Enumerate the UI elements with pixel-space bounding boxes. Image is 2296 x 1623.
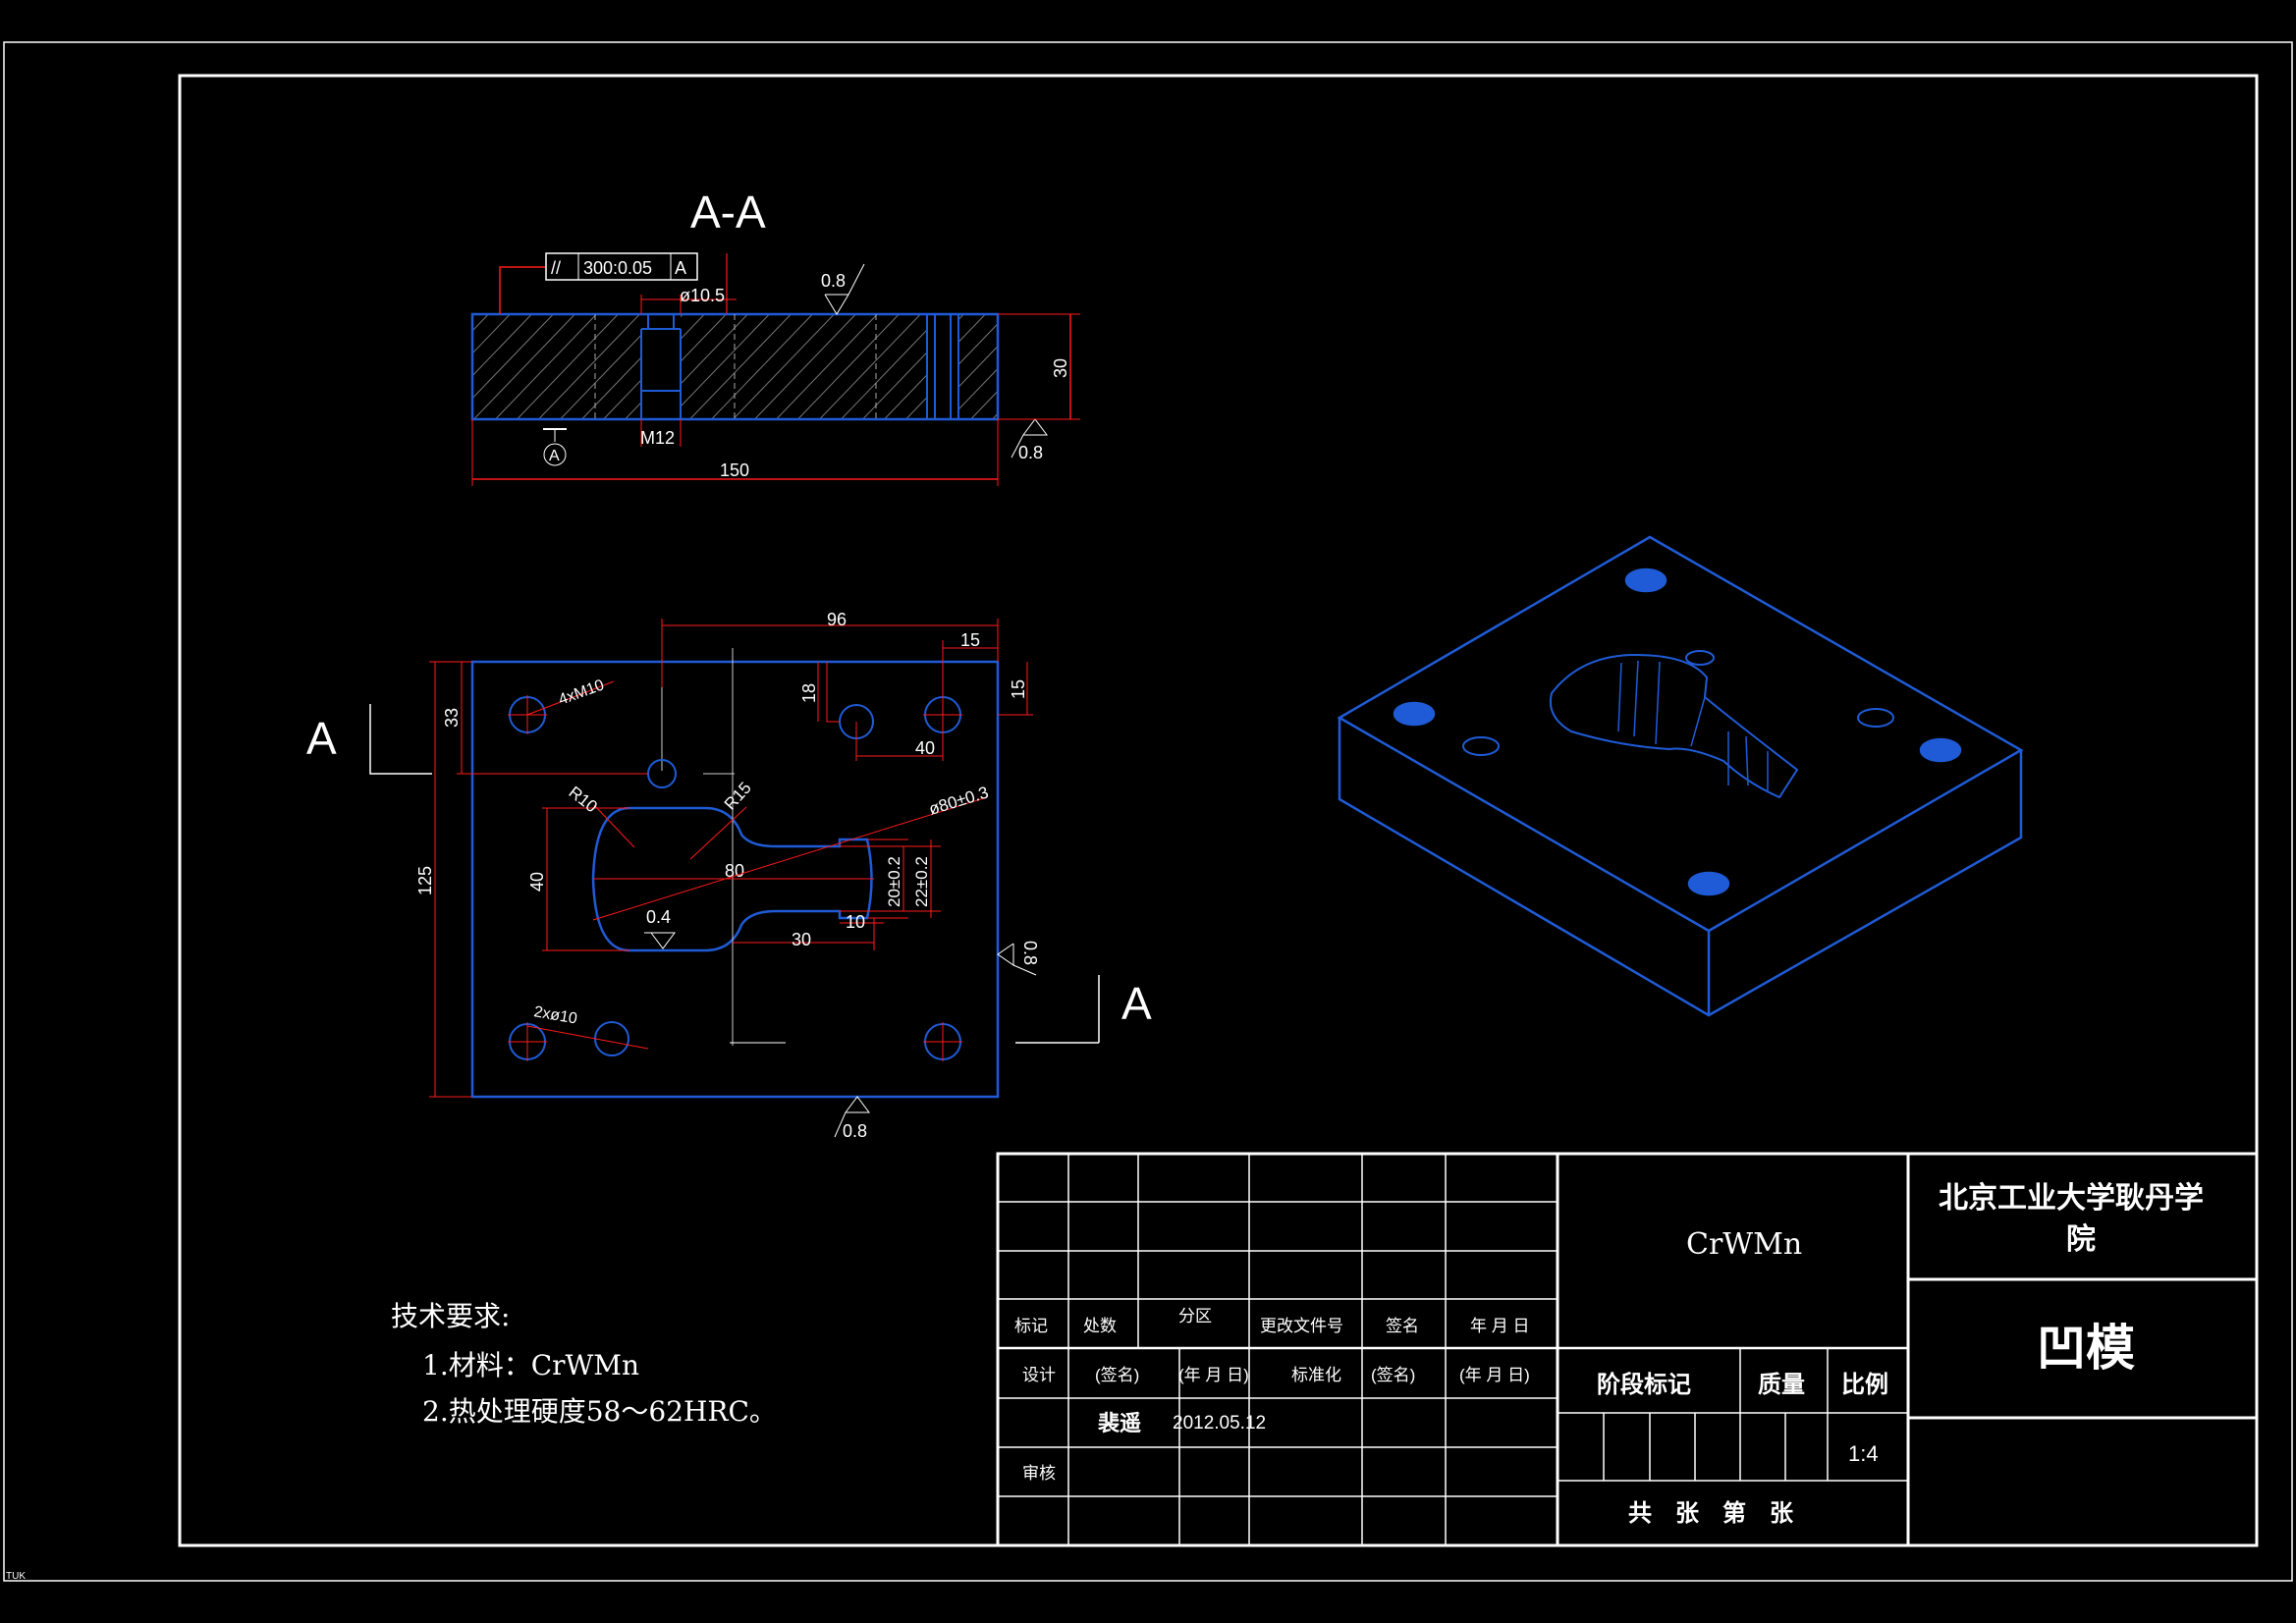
roughness-side: 0.8 (1018, 443, 1043, 462)
tolerance-value: 300:0.05 (583, 258, 652, 278)
section-view: A-A // 300:0.05 A ø10.5 (470, 187, 1080, 486)
cut-label-left: A (306, 713, 337, 764)
corner-tag: TUK (6, 1571, 26, 1582)
hdr-date: 年 月 日 (1470, 1317, 1529, 1335)
title-block (996, 1152, 2259, 1547)
designer: 裴遥 (1098, 1411, 1141, 1435)
thread-label: M12 (640, 428, 675, 448)
roughness-bottom: 0.8 (843, 1121, 867, 1141)
title-block-text: 标记 处数 分区 更改文件号 签名 年 月 日 设计 (签名) (年 月 日) … (1014, 1181, 2204, 1527)
tol-20: 20±0.2 (885, 856, 903, 907)
hole-bottom-left (508, 1022, 547, 1061)
cut-label-right: A (1121, 978, 1152, 1029)
roughness-top: 0.8 (821, 271, 846, 291)
hdr-count: 处数 (1083, 1317, 1117, 1335)
design-date: 2012.05.12 (1173, 1413, 1266, 1434)
tolerance-symbol: // (551, 258, 561, 278)
roughness-inner: 0.4 (646, 907, 671, 927)
dim-30: 30 (792, 930, 811, 949)
outer-frame (3, 41, 2293, 1582)
tech-item-2: 2.热处理硬度58～62HRC。 (422, 1395, 777, 1428)
hdr-zone: 分区 (1178, 1307, 1212, 1325)
tech-heading: 技术要求: (391, 1300, 510, 1332)
part-name: 凹模 (2037, 1321, 2135, 1376)
section-length: 150 (720, 460, 749, 480)
scale-value: 1:4 (1848, 1441, 1879, 1466)
institution-line-2: 院 (2066, 1222, 2096, 1256)
dim-33: 33 (442, 708, 462, 728)
tolerance-datum: A (675, 258, 686, 278)
hole-diameter: ø10.5 (680, 286, 725, 305)
weight: 质量 (1758, 1372, 1805, 1398)
plate-outline (470, 660, 1000, 1099)
dim-40-hole: 40 (915, 738, 935, 758)
dim-80: 80 (725, 861, 744, 881)
review: 审核 (1022, 1464, 1056, 1483)
dim-125: 125 (415, 866, 435, 895)
standard: 标准化 (1291, 1366, 1341, 1384)
material: CrWMn (1686, 1227, 1802, 1262)
dim-40-slot: 40 (527, 872, 547, 892)
roughness-right: 0.8 (1020, 941, 1040, 965)
datum-label: A (549, 448, 560, 464)
date-2: (年 月 日) (1459, 1366, 1530, 1384)
sign-1: (签名) (1095, 1366, 1139, 1384)
dim-10: 10 (846, 912, 865, 932)
row-design: 设计 (1022, 1366, 1056, 1384)
sign-2: (签名) (1371, 1366, 1415, 1384)
hdr-doc: 更改文件号 (1260, 1317, 1343, 1335)
isometric-view (1337, 535, 2024, 1017)
dim-15-top: 15 (960, 630, 980, 650)
sheets: 共 张 第 张 (1628, 1499, 1794, 1527)
scale-label: 比例 (1841, 1372, 1888, 1398)
hdr-sign: 签名 (1386, 1317, 1419, 1335)
date-1: (年 月 日) (1178, 1366, 1249, 1384)
hole-bottom-right (923, 1022, 962, 1061)
tech-item-1: 1.材料：CrWMn (422, 1349, 639, 1381)
section-height: 30 (1051, 358, 1070, 378)
dim-96: 96 (827, 610, 847, 629)
tol-22: 22±0.2 (912, 856, 931, 907)
institution-line-1: 北京工业大学耿丹学 (1939, 1181, 2204, 1215)
die-cavity (591, 806, 873, 952)
hdr-mark: 标记 (1014, 1317, 1048, 1335)
section-title: A-A (690, 187, 766, 238)
stage-mark: 阶段标记 (1597, 1371, 1691, 1398)
dim-15-right: 15 (1009, 679, 1028, 699)
dim-18: 18 (799, 683, 819, 703)
